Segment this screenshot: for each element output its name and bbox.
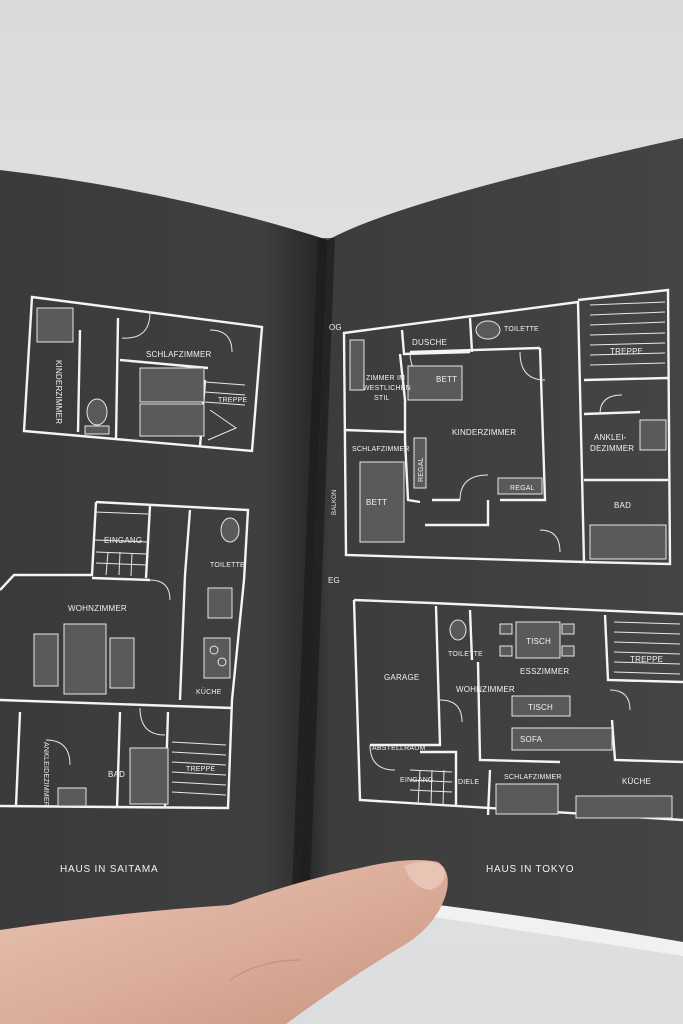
tokyo-og-dusche-label: DUSCHE bbox=[412, 338, 447, 347]
tokyo-floorplan-og bbox=[342, 288, 672, 566]
tokyo-og-bad-label: BAD bbox=[614, 501, 631, 510]
saitama-toilette-label: TOILETTE bbox=[210, 562, 245, 569]
tokyo-og-stil-label: STIL bbox=[374, 395, 390, 402]
saitama-ankleidezimmer-label: ANKLEIDEZIMMER bbox=[42, 742, 49, 807]
tokyo-eg-eingang-label: EINGANG bbox=[400, 777, 434, 784]
saitama-floorplan-upper bbox=[22, 295, 264, 453]
tokyo-eg-abstellraum-label: ABSTELLRAUM bbox=[372, 745, 426, 752]
tokyo-eg-toilette-label: TOILETTE bbox=[448, 651, 483, 658]
tokyo-eg-label: EG bbox=[328, 576, 340, 585]
gutter-shadow bbox=[292, 238, 335, 892]
tokyo-og-toilette-label: TOILETTE bbox=[504, 326, 539, 333]
tokyo-eg-tisch-top-label: TISCH bbox=[526, 637, 551, 646]
tokyo-eg-treppe-label: TREPPE bbox=[630, 655, 663, 664]
saitama-kinderzimmer-label: KINDERZIMMER bbox=[54, 360, 63, 424]
saitama-wohnzimmer-label: WOHNZIMMER bbox=[68, 604, 127, 613]
tokyo-og-kinderzimmer-label: KINDERZIMMER bbox=[452, 428, 516, 437]
saitama-kueche-label: KÜCHE bbox=[196, 688, 222, 696]
tokyo-og-bett-bottom-label: BETT bbox=[366, 498, 387, 507]
finger-crease bbox=[229, 959, 301, 981]
tokyo-floorplan-eg bbox=[352, 598, 683, 822]
tokyo-og-dezimmer-label: DEZIMMER bbox=[590, 444, 634, 453]
thumbnail-nail bbox=[404, 861, 445, 890]
tokyo-og-label: OG bbox=[329, 323, 342, 332]
tokyo-og-schlafzimmer-label: SCHLAFZIMMER bbox=[352, 446, 410, 453]
tokyo-og-bett-top-label: BETT bbox=[436, 375, 457, 384]
saitama-floorplan-lower bbox=[0, 500, 250, 810]
tokyo-eg-schlafzimmer-label: SCHLAFZIMMER bbox=[504, 774, 562, 781]
hand bbox=[0, 860, 448, 1024]
tokyo-og-regal-horizontal-label: REGAL bbox=[510, 485, 535, 492]
tokyo-eg-esszimmer-label: ESSZIMMER bbox=[520, 667, 569, 676]
tokyo-og-treppe-label: TREPPE bbox=[610, 347, 643, 356]
tokyo-og-balkon-label: BALKON bbox=[332, 489, 338, 515]
tokyo-og-anklei-label: ANKLEI- bbox=[594, 433, 627, 442]
tokyo-eg-wohnzimmer-label: WOHNZIMMER bbox=[456, 685, 515, 694]
tokyo-eg-diele-label: DIELE bbox=[458, 779, 479, 786]
tokyo-eg-kueche-label: KÜCHE bbox=[622, 777, 651, 786]
tokyo-og-zimmer-im-label: ZIMMER IM bbox=[366, 375, 405, 382]
tokyo-eg-tisch-label: TISCH bbox=[528, 703, 553, 712]
tokyo-eg-sofa-label: SOFA bbox=[520, 735, 543, 744]
saitama-bad-label: BAD bbox=[108, 770, 125, 779]
saitama-schlafzimmer-label: SCHLAFZIMMER bbox=[146, 350, 212, 359]
tokyo-caption: HAUS IN TOKYO bbox=[486, 864, 574, 875]
tokyo-eg-garage-label: GARAGE bbox=[384, 673, 419, 682]
saitama-treppe-top-label: TREPPE bbox=[218, 397, 247, 404]
saitama-caption: HAUS IN SAITAMA bbox=[60, 864, 159, 875]
saitama-treppe-bottom-label: TREPPE bbox=[186, 766, 215, 773]
saitama-eingang-label: EINGANG bbox=[104, 536, 142, 545]
left-page bbox=[0, 170, 328, 930]
tokyo-og-regal-vertical-label: REGAL bbox=[418, 457, 425, 482]
tokyo-og-westlichen-label: WESTLICHEN bbox=[363, 385, 411, 392]
